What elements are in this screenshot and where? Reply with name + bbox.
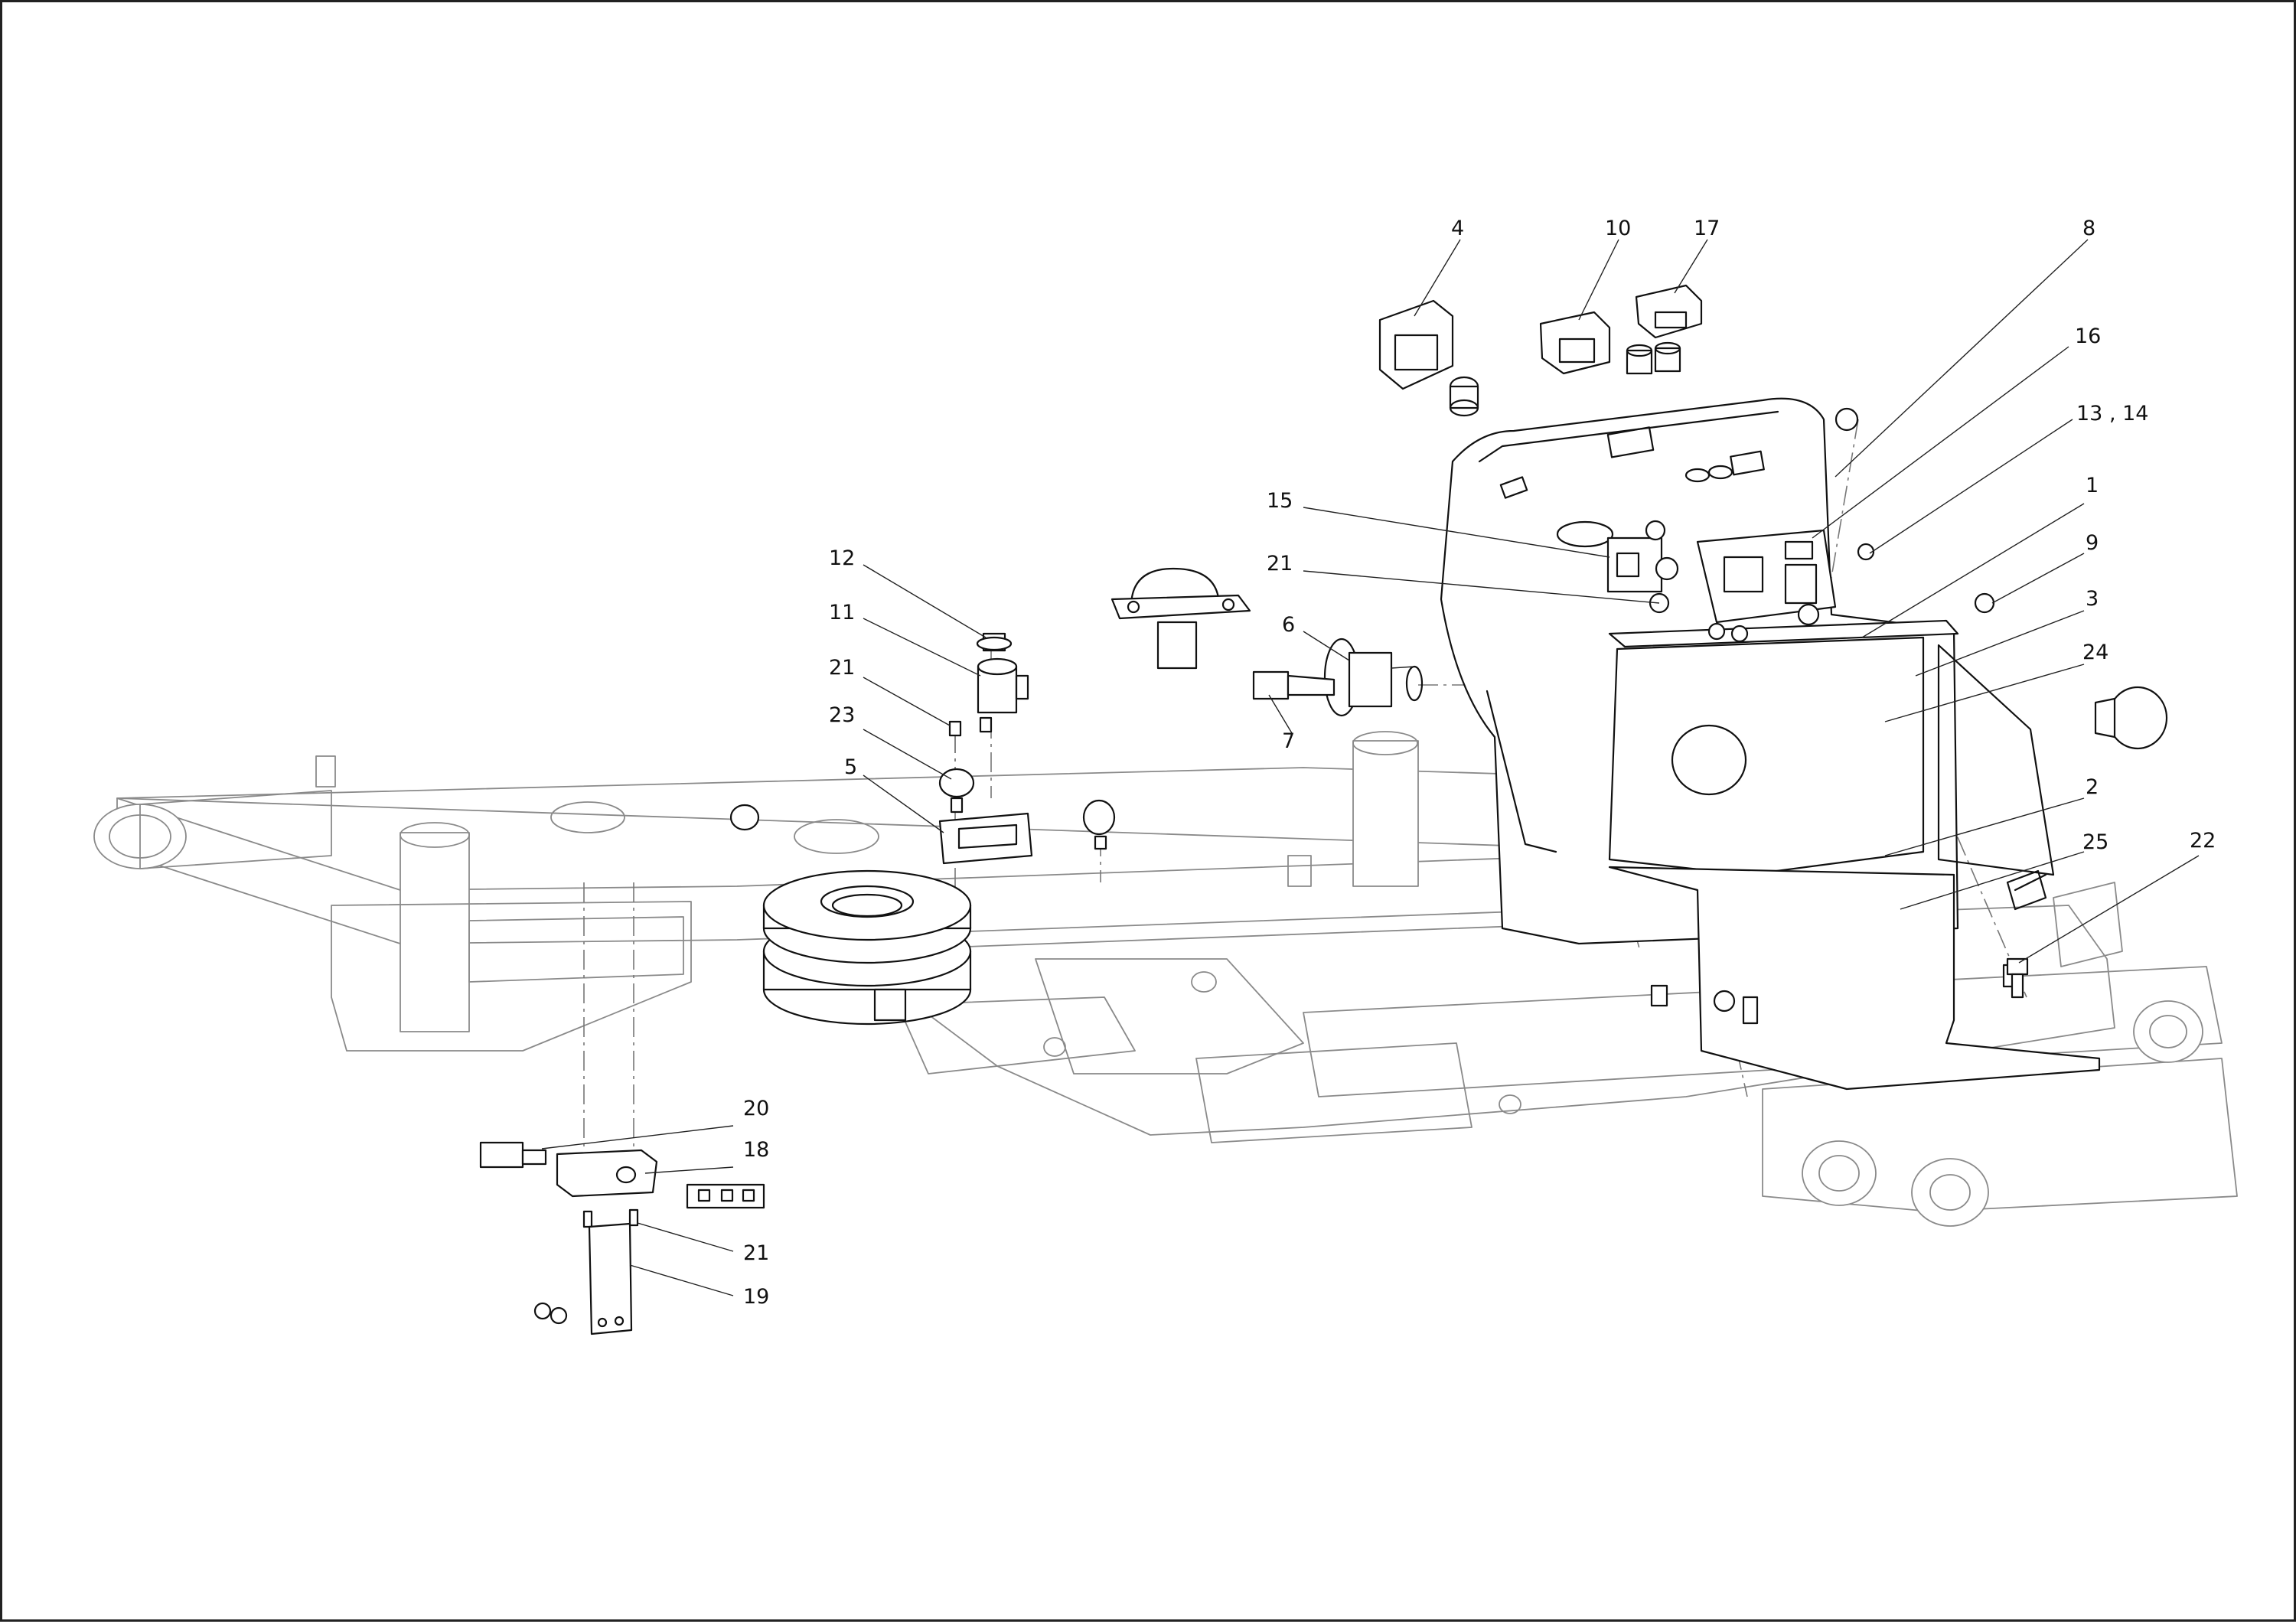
- callout-17: 17: [1694, 217, 1720, 240]
- callout-19: 19: [743, 1285, 769, 1309]
- callout-12: 12: [829, 546, 855, 570]
- ignition-key: [1252, 670, 1336, 700]
- callout-21-upper: 21: [1267, 552, 1293, 576]
- chassis-frame: [93, 731, 2238, 1227]
- seat-switch: [1110, 567, 1251, 670]
- callout-labels: 4 10 17 8 16 13 , 14 1 9 3 24 2 25 22 15…: [743, 217, 2216, 1309]
- callout-9: 9: [2086, 531, 2099, 555]
- callout-23: 23: [829, 703, 855, 727]
- callout-7: 7: [1282, 729, 1295, 753]
- fasteners-21-23: [729, 716, 1116, 850]
- bracket-5: [938, 812, 1033, 865]
- callout-6: 6: [1282, 613, 1295, 637]
- callout-4: 4: [1451, 217, 1464, 240]
- callout-11: 11: [829, 601, 855, 624]
- dashboard-console: [1440, 397, 2168, 1091]
- callout-21-lower: 21: [743, 1241, 769, 1265]
- callout-10: 10: [1605, 217, 1631, 240]
- callout-20: 20: [743, 1097, 769, 1120]
- part-12-and-11: [976, 632, 1029, 714]
- callout-22: 22: [2190, 829, 2216, 853]
- callout-15: 15: [1267, 489, 1293, 513]
- leader-lines: [541, 239, 2200, 1296]
- callout-18: 18: [743, 1138, 769, 1162]
- callout-24: 24: [2082, 641, 2108, 664]
- callout-5: 5: [844, 755, 857, 779]
- callout-21-middle: 21: [829, 656, 855, 680]
- switch-17: [1626, 284, 1703, 375]
- lower-switch-assembly: [479, 1141, 765, 1335]
- callout-3: 3: [2086, 587, 2099, 611]
- control-module: [1606, 520, 1837, 643]
- callout-1: 1: [2086, 474, 2099, 497]
- callout-16: 16: [2075, 324, 2101, 348]
- pto-clutch: [762, 869, 972, 1026]
- callout-8: 8: [2082, 217, 2095, 240]
- switch-4: [1378, 299, 1479, 417]
- callout-2: 2: [2086, 775, 2099, 799]
- callout-25: 25: [2082, 830, 2108, 854]
- callout-13-14: 13 , 14: [2076, 402, 2148, 426]
- bolt-22: [2006, 957, 2029, 999]
- switch-10: [1539, 311, 1611, 375]
- ignition-switch: [1323, 638, 1424, 717]
